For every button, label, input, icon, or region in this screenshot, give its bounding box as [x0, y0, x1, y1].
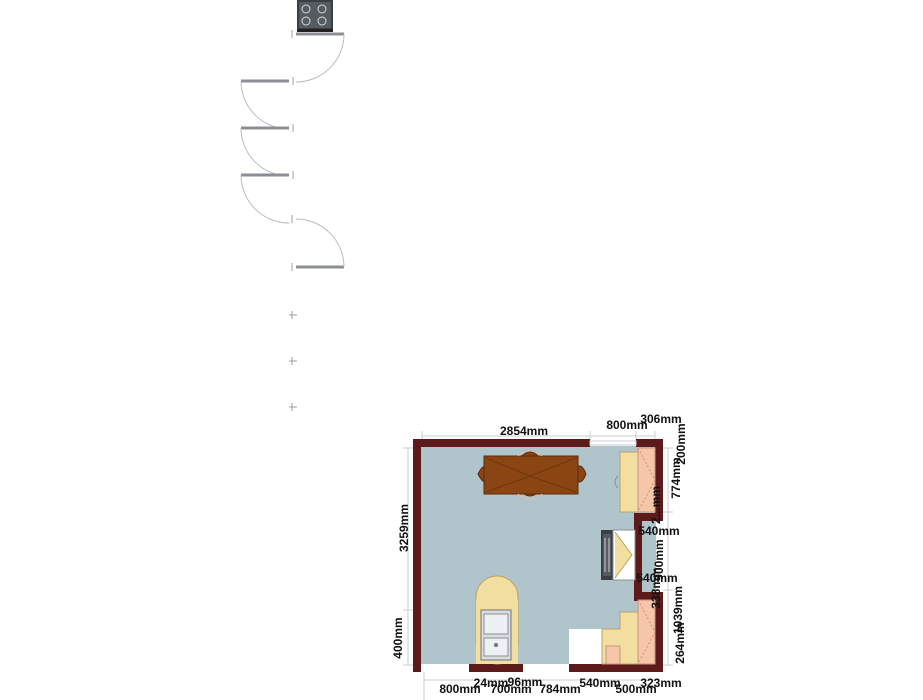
wall-top-right[interactable] [636, 439, 663, 447]
dim-bottom-2: 24mm [474, 676, 509, 690]
hinge-marker[interactable] [289, 311, 297, 319]
dim-top-right: 306mm [640, 412, 681, 426]
dim-right-top: 200mm [674, 423, 688, 464]
dim-right-niche: 540mm [638, 524, 679, 538]
wall-bottom-left[interactable] [413, 664, 421, 672]
dim-bottom-6: 540mm [579, 676, 620, 690]
hinge-marker[interactable] [289, 403, 297, 411]
wall-niche-bottom[interactable] [634, 592, 663, 600]
dim-right-lower-stack: 1039mm [671, 586, 685, 634]
wall-left[interactable] [413, 439, 421, 671]
dimension-lines [403, 431, 673, 700]
dim-right-tall: 2...mm [649, 486, 663, 524]
dim-bottom-7: 500mm [615, 682, 656, 696]
stove-icon[interactable] [601, 529, 636, 581]
door-swing-icon[interactable] [240, 171, 294, 224]
wall-niche-top[interactable] [634, 513, 663, 521]
wall-right-top[interactable] [655, 439, 663, 519]
hinge-marker[interactable] [289, 357, 297, 365]
dim-bottom-8: 323mm [640, 676, 681, 690]
corner-counter[interactable] [569, 599, 656, 665]
dim-right-upper: 774mm [669, 457, 683, 498]
wall-top-left[interactable] [413, 439, 590, 447]
dim-top-width: 2854mm [500, 424, 548, 438]
dim-left-lower: 400mm [391, 617, 405, 658]
door-opening-top[interactable] [589, 440, 637, 446]
dim-bottom-1: 800mm [439, 682, 480, 696]
door-swing-icon[interactable] [240, 77, 294, 130]
refrigerator-icon[interactable] [614, 447, 656, 513]
dim-top-door: 800mm [606, 418, 647, 432]
wall-bottom-mid[interactable] [469, 664, 523, 672]
wall-right-bottom[interactable] [655, 592, 663, 671]
dim-right-bottom: 264mm [673, 622, 687, 663]
dim-bottom-3: 700mm [490, 682, 531, 696]
door-swing-icon[interactable] [240, 124, 294, 177]
dim-bottom-5: 784mm [539, 682, 580, 696]
sink-icon[interactable] [475, 575, 519, 665]
wall-bottom-right[interactable] [569, 664, 663, 672]
wall-niche-inner[interactable] [634, 513, 642, 601]
dim-right-niche-2: 540mm [636, 571, 677, 585]
dim-bottom-4: 96mm [508, 675, 543, 689]
stove-icon[interactable] [297, 0, 333, 32]
door-swing-icon[interactable] [291, 30, 345, 83]
dim-right-small: 338mm [649, 567, 663, 608]
dim-right-mid: 900mm [652, 539, 666, 580]
dining-table-icon[interactable] [477, 450, 587, 500]
dim-left-height: 3259mm [397, 504, 411, 552]
door-swing-icon[interactable] [291, 215, 345, 271]
